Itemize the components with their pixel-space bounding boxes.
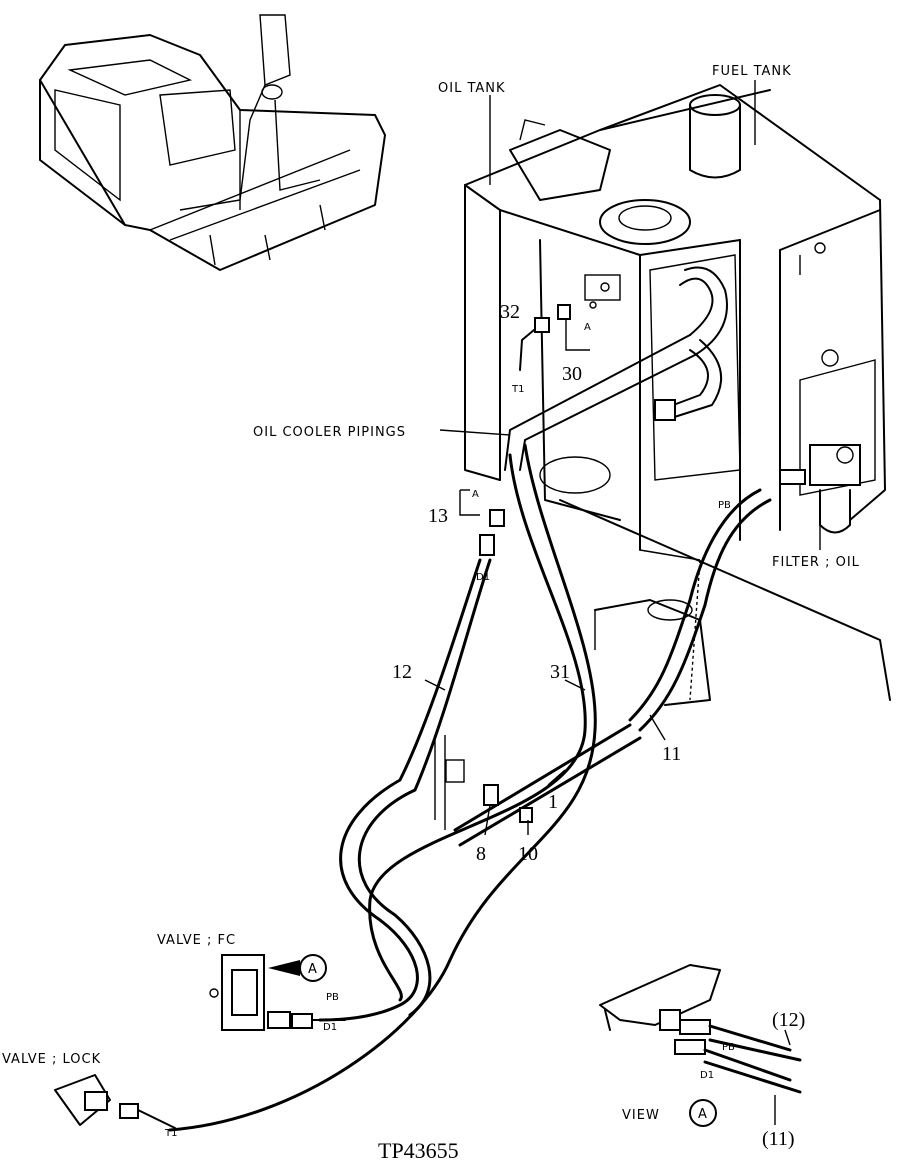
callout-11: 11 (662, 743, 681, 765)
view-a-detail (599, 964, 802, 1127)
label-valve-lock: VALVE ; LOCK (2, 1052, 101, 1067)
tag-t1-lock: T1 (164, 1128, 177, 1139)
tag-a-13: A (472, 489, 479, 500)
oil-cooler-pipes (504, 266, 728, 471)
callout-12: 12 (392, 661, 412, 683)
callout-10: 10 (518, 843, 538, 865)
valve-lock (54, 1074, 176, 1129)
excavator-thumbnail (39, 14, 386, 271)
oil-filter (779, 444, 861, 534)
label-view: VIEW (622, 1108, 660, 1123)
callout-8: 8 (476, 843, 486, 865)
pipe-1 (453, 723, 642, 847)
label-view-ref-a: A (698, 1107, 708, 1122)
port-tags: T1 A A D1 PB PB D1 T1 PB D1 (164, 322, 735, 1139)
tag-pb-11: PB (718, 500, 731, 511)
tag-d1-fc: D1 (323, 1022, 337, 1033)
tag-d1-12: D1 (476, 572, 490, 583)
label-valve-fc: VALVE ; FC (157, 933, 236, 948)
callout-numbers: 32 30 13 12 31 11 1 8 10 (12) (11) (392, 301, 805, 1150)
tag-d1-view: D1 (700, 1070, 714, 1081)
tag-pb-fc: PB (326, 992, 339, 1003)
tag-pb-view: PB (722, 1042, 735, 1053)
leader-lines (424, 80, 821, 1125)
hose-12 (318, 558, 492, 1022)
fittings (479, 301, 597, 823)
hose-11 (628, 488, 772, 732)
callout-12-paren: (12) (772, 1009, 805, 1031)
label-oil-tank: OIL TANK (438, 81, 506, 96)
tag-a-top: A (584, 322, 591, 333)
callout-30: 30 (562, 363, 582, 385)
label-pointer-ref-a: A (308, 962, 318, 977)
frame-base (434, 499, 891, 830)
drawing-code: TP43655 (378, 1138, 459, 1163)
tag-t1-top: T1 (511, 384, 524, 395)
label-fuel-tank: FUEL TANK (712, 64, 792, 79)
callout-1: 1 (548, 791, 558, 813)
text-labels: OIL TANK FUEL TANK OIL COOLER PIPINGS FI… (2, 64, 860, 1163)
label-oil-cooler-pipings: OIL COOLER PIPINGS (253, 425, 406, 440)
hose-31 (168, 443, 597, 1132)
label-filter-oil: FILTER ; OIL (772, 555, 860, 570)
fuel-tank (599, 84, 886, 541)
callout-31: 31 (550, 661, 570, 683)
valve-fc (209, 954, 346, 1031)
callout-13: 13 (428, 505, 448, 527)
view-a-pointer (268, 954, 327, 982)
callout-32: 32 (500, 301, 520, 323)
callout-11-paren: (11) (762, 1128, 795, 1150)
